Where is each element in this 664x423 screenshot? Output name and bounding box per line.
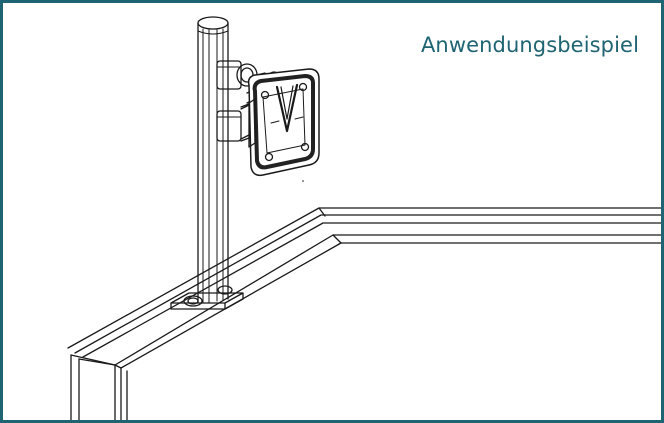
monitor-arm-line-drawing [67, 16, 661, 420]
monitor-pole [197, 16, 229, 304]
vesa-mount-plate [240, 68, 320, 177]
desk-panel [67, 207, 661, 420]
clamp-base [170, 285, 244, 310]
caption-label: Anwendungsbeispiel [420, 33, 639, 57]
